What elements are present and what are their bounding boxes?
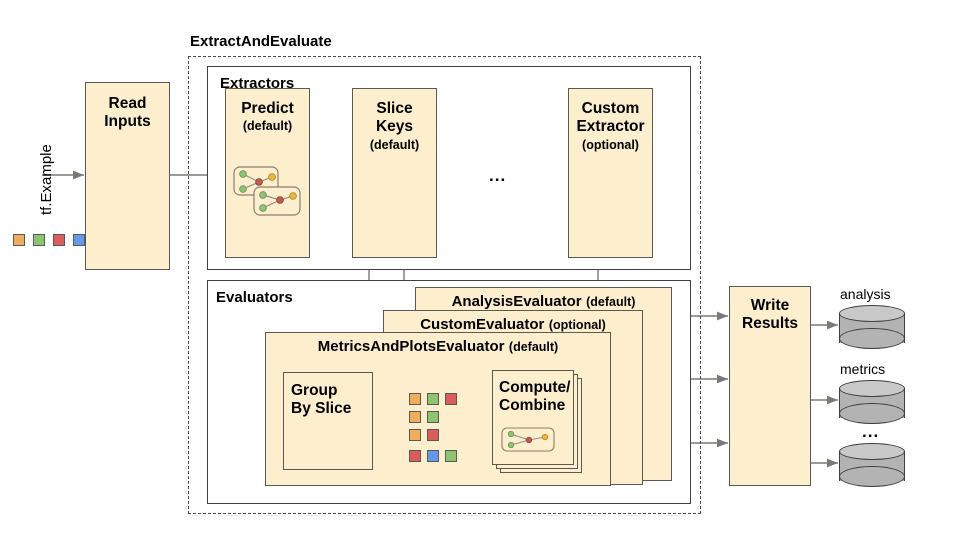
swatch-orange [13, 234, 25, 246]
database-cylinder-icon [839, 305, 905, 349]
slice-swatch [409, 429, 421, 441]
group-by-slice-line2: By Slice [291, 400, 352, 417]
node-slice-keys[interactable]: Slice Keys (default) [352, 88, 437, 258]
custom-extractor-qualifier: (optional) [582, 138, 639, 152]
extractors-label: Extractors [220, 75, 295, 92]
group-by-slice-line1: Group [291, 382, 338, 399]
write-results-line2: Results [742, 315, 798, 332]
custom-extractor-line1: Custom [581, 100, 640, 117]
write-results-line1: Write [750, 297, 790, 314]
graph-nodes-icon [233, 166, 301, 216]
container-extract-and-evaluate [188, 56, 701, 514]
slice-swatch [427, 450, 439, 462]
swatch-blue [73, 234, 85, 246]
slice-swatch [409, 393, 421, 405]
slice-keys-qualifier: (default) [369, 138, 420, 152]
slice-swatch [409, 450, 421, 462]
custom-evaluator-qualifier: (optional) [548, 318, 606, 332]
custom-extractor-line2: Extractor [576, 118, 645, 135]
slice-swatch [409, 411, 421, 423]
input-label-tf-example: tf.Example [38, 144, 55, 215]
analysis-evaluator-name: AnalysisEvaluator [451, 293, 582, 310]
slice-swatch [445, 393, 457, 405]
database-cylinder-icon [839, 443, 905, 487]
compute-combine-line1: Compute/ [499, 379, 571, 396]
evaluators-label: Evaluators [216, 289, 293, 306]
predict-qualifier: (default) [242, 119, 293, 133]
graph-nodes-icon [501, 427, 555, 452]
read-inputs-line1: Read [108, 95, 147, 112]
output-label-ellipsis: ... [862, 422, 880, 441]
slice-swatch [427, 393, 439, 405]
extractors-ellipsis: ... [489, 166, 507, 185]
analysis-evaluator-qualifier: (default) [586, 295, 636, 309]
custom-evaluator-name: CustomEvaluator [420, 316, 545, 333]
output-label-analysis: analysis [840, 286, 891, 302]
swatch-green [33, 234, 45, 246]
slice-keys-line2: Keys [375, 118, 414, 135]
extract-and-evaluate-label: ExtractAndEvaluate [190, 33, 332, 50]
slice-swatch [445, 450, 457, 462]
slice-swatch [427, 429, 439, 441]
node-write-results[interactable]: Write Results [729, 286, 811, 486]
metrics-evaluator-qualifier: (default) [508, 340, 559, 354]
node-group-by-slice[interactable]: Group By Slice [283, 372, 373, 470]
node-predict[interactable]: Predict (default) [225, 88, 310, 258]
node-compute-combine[interactable]: Compute/ Combine [492, 370, 574, 465]
swatch-red [53, 234, 65, 246]
slice-keys-line1: Slice [376, 100, 413, 117]
node-custom-extractor[interactable]: Custom Extractor (optional) [568, 88, 653, 258]
compute-combine-line2: Combine [499, 397, 566, 414]
slice-swatch [427, 411, 439, 423]
metrics-evaluator-name: MetricsAndPlotsEvaluator [317, 338, 505, 355]
predict-title: Predict [241, 100, 294, 117]
read-inputs-line2: Inputs [104, 113, 151, 130]
node-read-inputs[interactable]: Read Inputs [85, 82, 170, 270]
output-label-metrics: metrics [840, 361, 886, 377]
database-cylinder-icon [839, 380, 905, 424]
